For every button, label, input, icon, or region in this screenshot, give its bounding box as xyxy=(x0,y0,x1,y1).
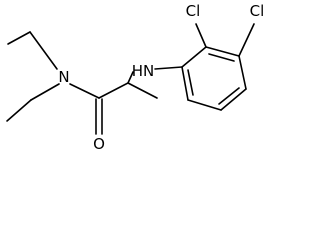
atom-label-cl-3: Cl xyxy=(250,2,265,20)
bond-ethyl2-to-n xyxy=(30,83,60,101)
ring-bond-6 xyxy=(181,66,189,101)
ring-bond-4 xyxy=(220,88,247,111)
bond-ring-to-cl2 xyxy=(195,23,207,48)
bond-ring-to-cl3 xyxy=(238,23,255,57)
bond-ethyl2-terminal xyxy=(6,99,32,122)
bond-nh-to-ring xyxy=(154,66,183,70)
atom-label-cl-2: Cl xyxy=(186,2,201,20)
ring-inner-double-c xyxy=(187,69,194,96)
ring-bond-1 xyxy=(181,46,207,68)
bond-carbonyl-to-alpha xyxy=(98,82,129,99)
atom-label-o-carbonyl: O xyxy=(93,135,105,153)
atom-label-n-amide: N xyxy=(58,68,69,86)
structure-canvas: N O HN Cl Cl xyxy=(6,2,265,153)
bond-alpha-to-nh xyxy=(127,71,134,84)
ring-inner-double-b xyxy=(218,87,240,105)
ring-inner-double-a xyxy=(208,53,235,62)
ring-bond-2 xyxy=(205,46,240,57)
ring-bond-3 xyxy=(238,55,247,90)
atom-label-nh-amine: HN xyxy=(132,62,155,80)
bond-alpha-methyl xyxy=(127,82,158,99)
chemical-structure: N O HN Cl Cl xyxy=(6,2,265,153)
ring-bond-5 xyxy=(187,99,222,111)
bond-ethyl1-to-n xyxy=(29,31,58,70)
bond-n-to-carbonyl xyxy=(69,83,100,99)
bond-ethyl1-terminal xyxy=(7,31,31,45)
